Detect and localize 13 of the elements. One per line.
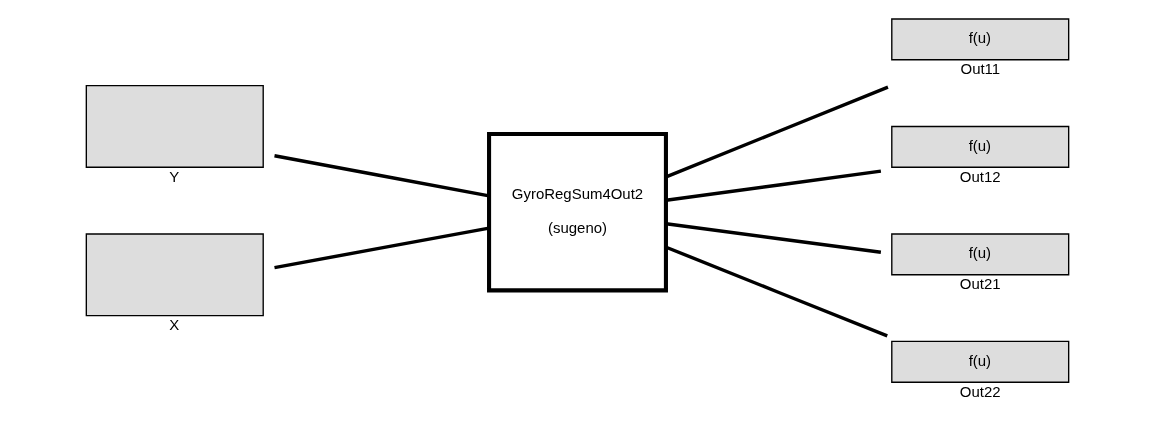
connector	[665, 169, 882, 202]
node-label: Out11	[960, 60, 1001, 78]
connector	[274, 154, 490, 198]
node-label: Out21	[959, 275, 1001, 293]
connector	[274, 226, 490, 270]
node-label: Out22	[959, 382, 1001, 400]
connector	[665, 85, 889, 179]
node-label: X	[169, 316, 180, 334]
node-label: Out12	[959, 167, 1001, 185]
node-box: GyroRegSum4Out2 (sugeno)	[487, 131, 668, 293]
connector	[665, 222, 882, 254]
connector	[665, 245, 888, 338]
node-label: Y	[169, 167, 180, 185]
